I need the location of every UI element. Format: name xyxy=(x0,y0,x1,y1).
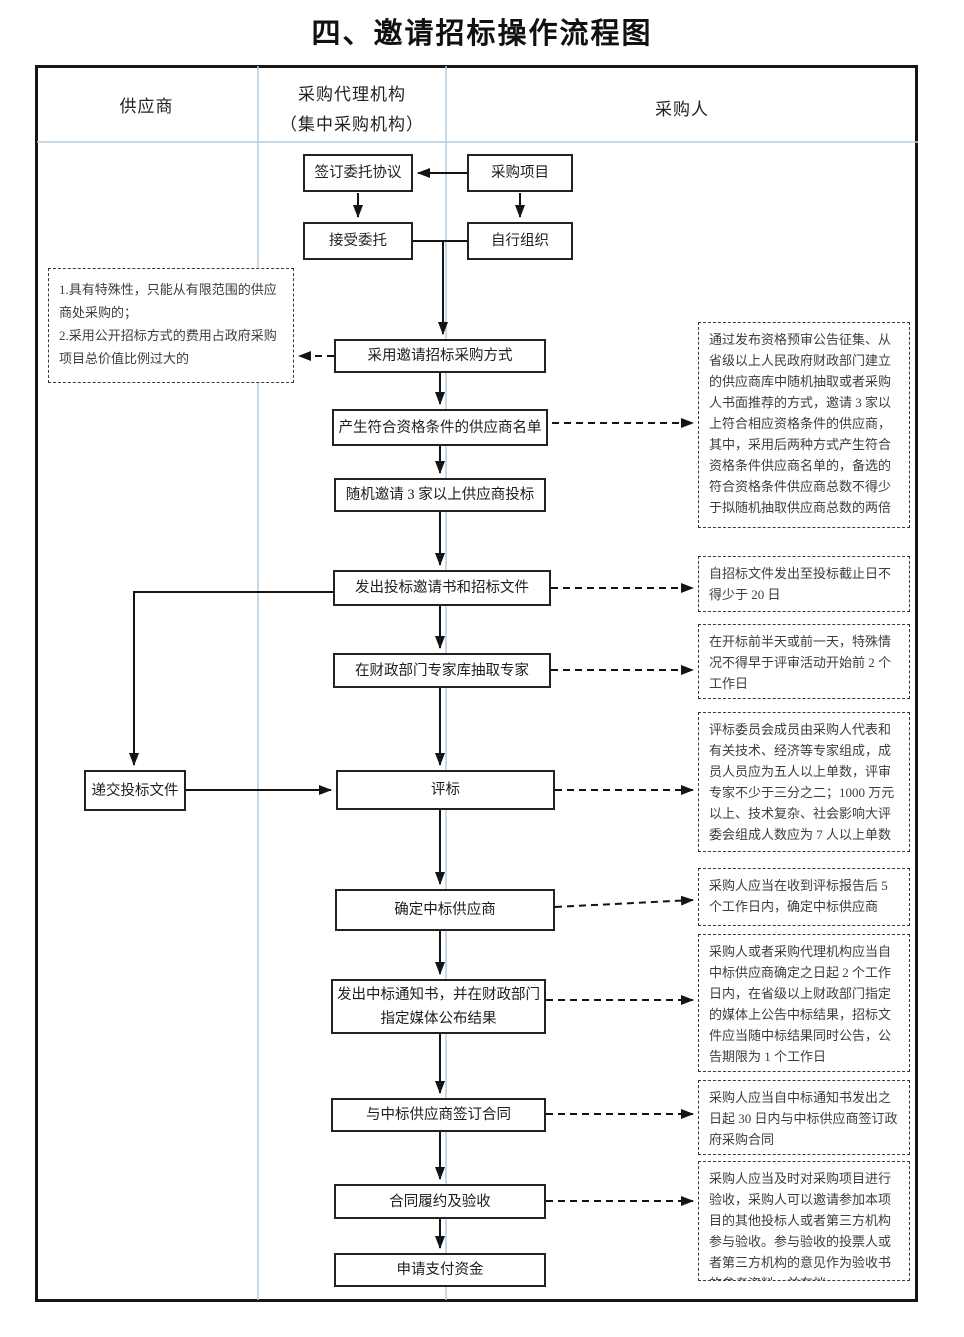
node-sign-agreement: 签订委托协议 xyxy=(303,154,413,192)
note-contract-30-days: 采购人应当自中标通知书发出之日起 30 日内与中标供应商签订政府采购合同 xyxy=(698,1080,910,1155)
note-expert-timing: 在开标前半天或前一天，特殊情况不得早于评审活动开始前 2 个工作日 xyxy=(698,624,910,699)
note-20-day-deadline: 自招标文件发出至投标截止日不得少于 20 日 xyxy=(698,556,910,612)
note-acceptance: 采购人应当及时对采购项目进行验收，采购人可以邀请参加本项目的其他投标人或者第三方… xyxy=(698,1161,910,1281)
lane-header-supplier: 供应商 xyxy=(119,97,174,116)
node-issue-notice: 发出中标通知书，并在财政部门指定媒体公布结果 xyxy=(331,979,546,1034)
lane-header-purchaser: 采购人 xyxy=(655,100,709,119)
node-adopt-method: 采用邀请招标采购方式 xyxy=(334,339,546,373)
solid-flow-arrows xyxy=(129,168,525,1249)
dashed-annotation-arrows xyxy=(298,351,694,1206)
note-announce-result: 采购人或者采购代理机构应当自中标供应商确定之日起 2 个工作日内，在省级以上财政… xyxy=(698,934,910,1072)
chart-outer-border xyxy=(35,65,918,1302)
note-special-circumstances: 1.具有特殊性，只能从有限范围的供应商处采购的； 2.采用公开招标方式的费用占政… xyxy=(48,268,294,383)
node-random-invite: 随机邀请 3 家以上供应商投标 xyxy=(334,478,546,512)
note-qualification-methods: 通过发布资格预审公告征集、从省级以上人民政府财政部门建立的供应商库中随机抽取或者… xyxy=(698,322,910,528)
node-draw-experts: 在财政部门专家库抽取专家 xyxy=(333,653,551,688)
node-evaluation: 评标 xyxy=(336,770,555,810)
node-self-organize: 自行组织 xyxy=(467,222,573,260)
node-generate-list: 产生符合资格条件的供应商名单 xyxy=(332,409,548,446)
note-confirm-5-days: 采购人应当在收到评标报告后 5 个工作日内，确定中标供应商 xyxy=(698,868,910,926)
note-special-line1: 1.具有特殊性，只能从有限范围的供应商处采购的； xyxy=(59,282,277,320)
lane-header-agency-line1: 采购代理机构 xyxy=(298,85,406,104)
node-contract-performance: 合同履约及验收 xyxy=(334,1184,546,1219)
node-accept-entrustment: 接受委托 xyxy=(303,222,413,260)
node-issue-invitation: 发出投标邀请书和招标文件 xyxy=(333,570,551,606)
note-evaluation-committee: 评标委员会成员由采购人代表和有关技术、经济等专家组成，成员人员应为五人以上单数，… xyxy=(698,712,910,852)
lane-header-agency: 采购代理机构 （集中采购机构） xyxy=(258,80,446,140)
lane-header-agency-line2: （集中采购机构） xyxy=(280,115,424,134)
node-procurement-project: 采购项目 xyxy=(467,154,573,192)
page-title: 四、邀请招标操作流程图 xyxy=(311,18,653,50)
node-submit-bid: 递交投标文件 xyxy=(84,770,186,811)
node-apply-payment: 申请支付资金 xyxy=(334,1253,546,1287)
node-sign-contract: 与中标供应商签订合同 xyxy=(331,1098,546,1132)
note-special-line2: 2.采用公开招标方式的费用占政府采购项目总价值比例过大的 xyxy=(59,328,277,366)
node-determine-winner: 确定中标供应商 xyxy=(335,889,555,931)
